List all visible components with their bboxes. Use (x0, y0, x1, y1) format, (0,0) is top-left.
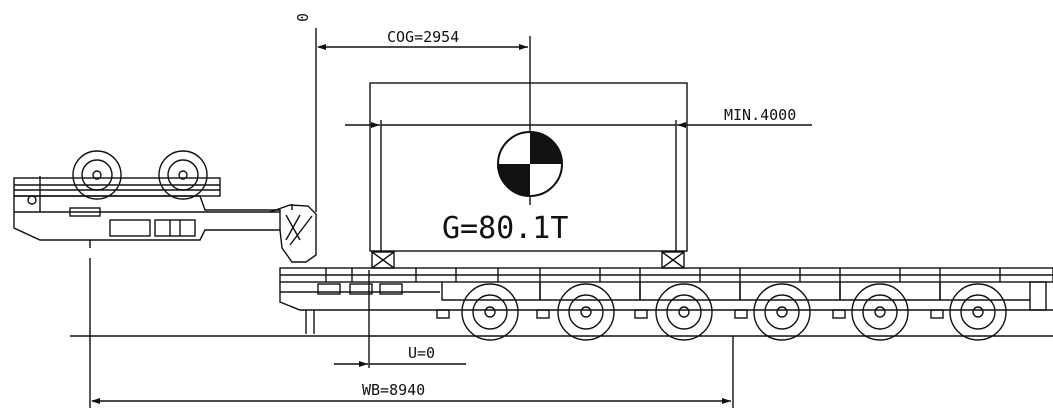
gooseneck-unit (13, 150, 317, 263)
axle-wheel-4 (753, 283, 811, 341)
trailer-deck (279, 267, 1053, 334)
axle-wheel-5 (851, 283, 909, 341)
weight-label: G=80.1T (442, 211, 568, 246)
gooseneck-wheel-2 (158, 150, 208, 200)
gooseneck-wheel-1 (72, 150, 122, 200)
axle-wheel-3 (655, 283, 713, 341)
center-of-gravity-icon (497, 131, 563, 197)
min-width-label: MIN.4000 (724, 106, 796, 124)
cog-label: COG=2954 (387, 28, 459, 46)
zero-reference-label: 0 (294, 13, 312, 22)
axle-wheel-2 (557, 283, 615, 341)
u-label: U=0 (408, 344, 435, 362)
wb-label: WB=8940 (362, 381, 425, 399)
axle-wheel-6 (949, 283, 1007, 341)
axle-wheel-1 (461, 283, 519, 341)
cargo-box (369, 82, 688, 269)
